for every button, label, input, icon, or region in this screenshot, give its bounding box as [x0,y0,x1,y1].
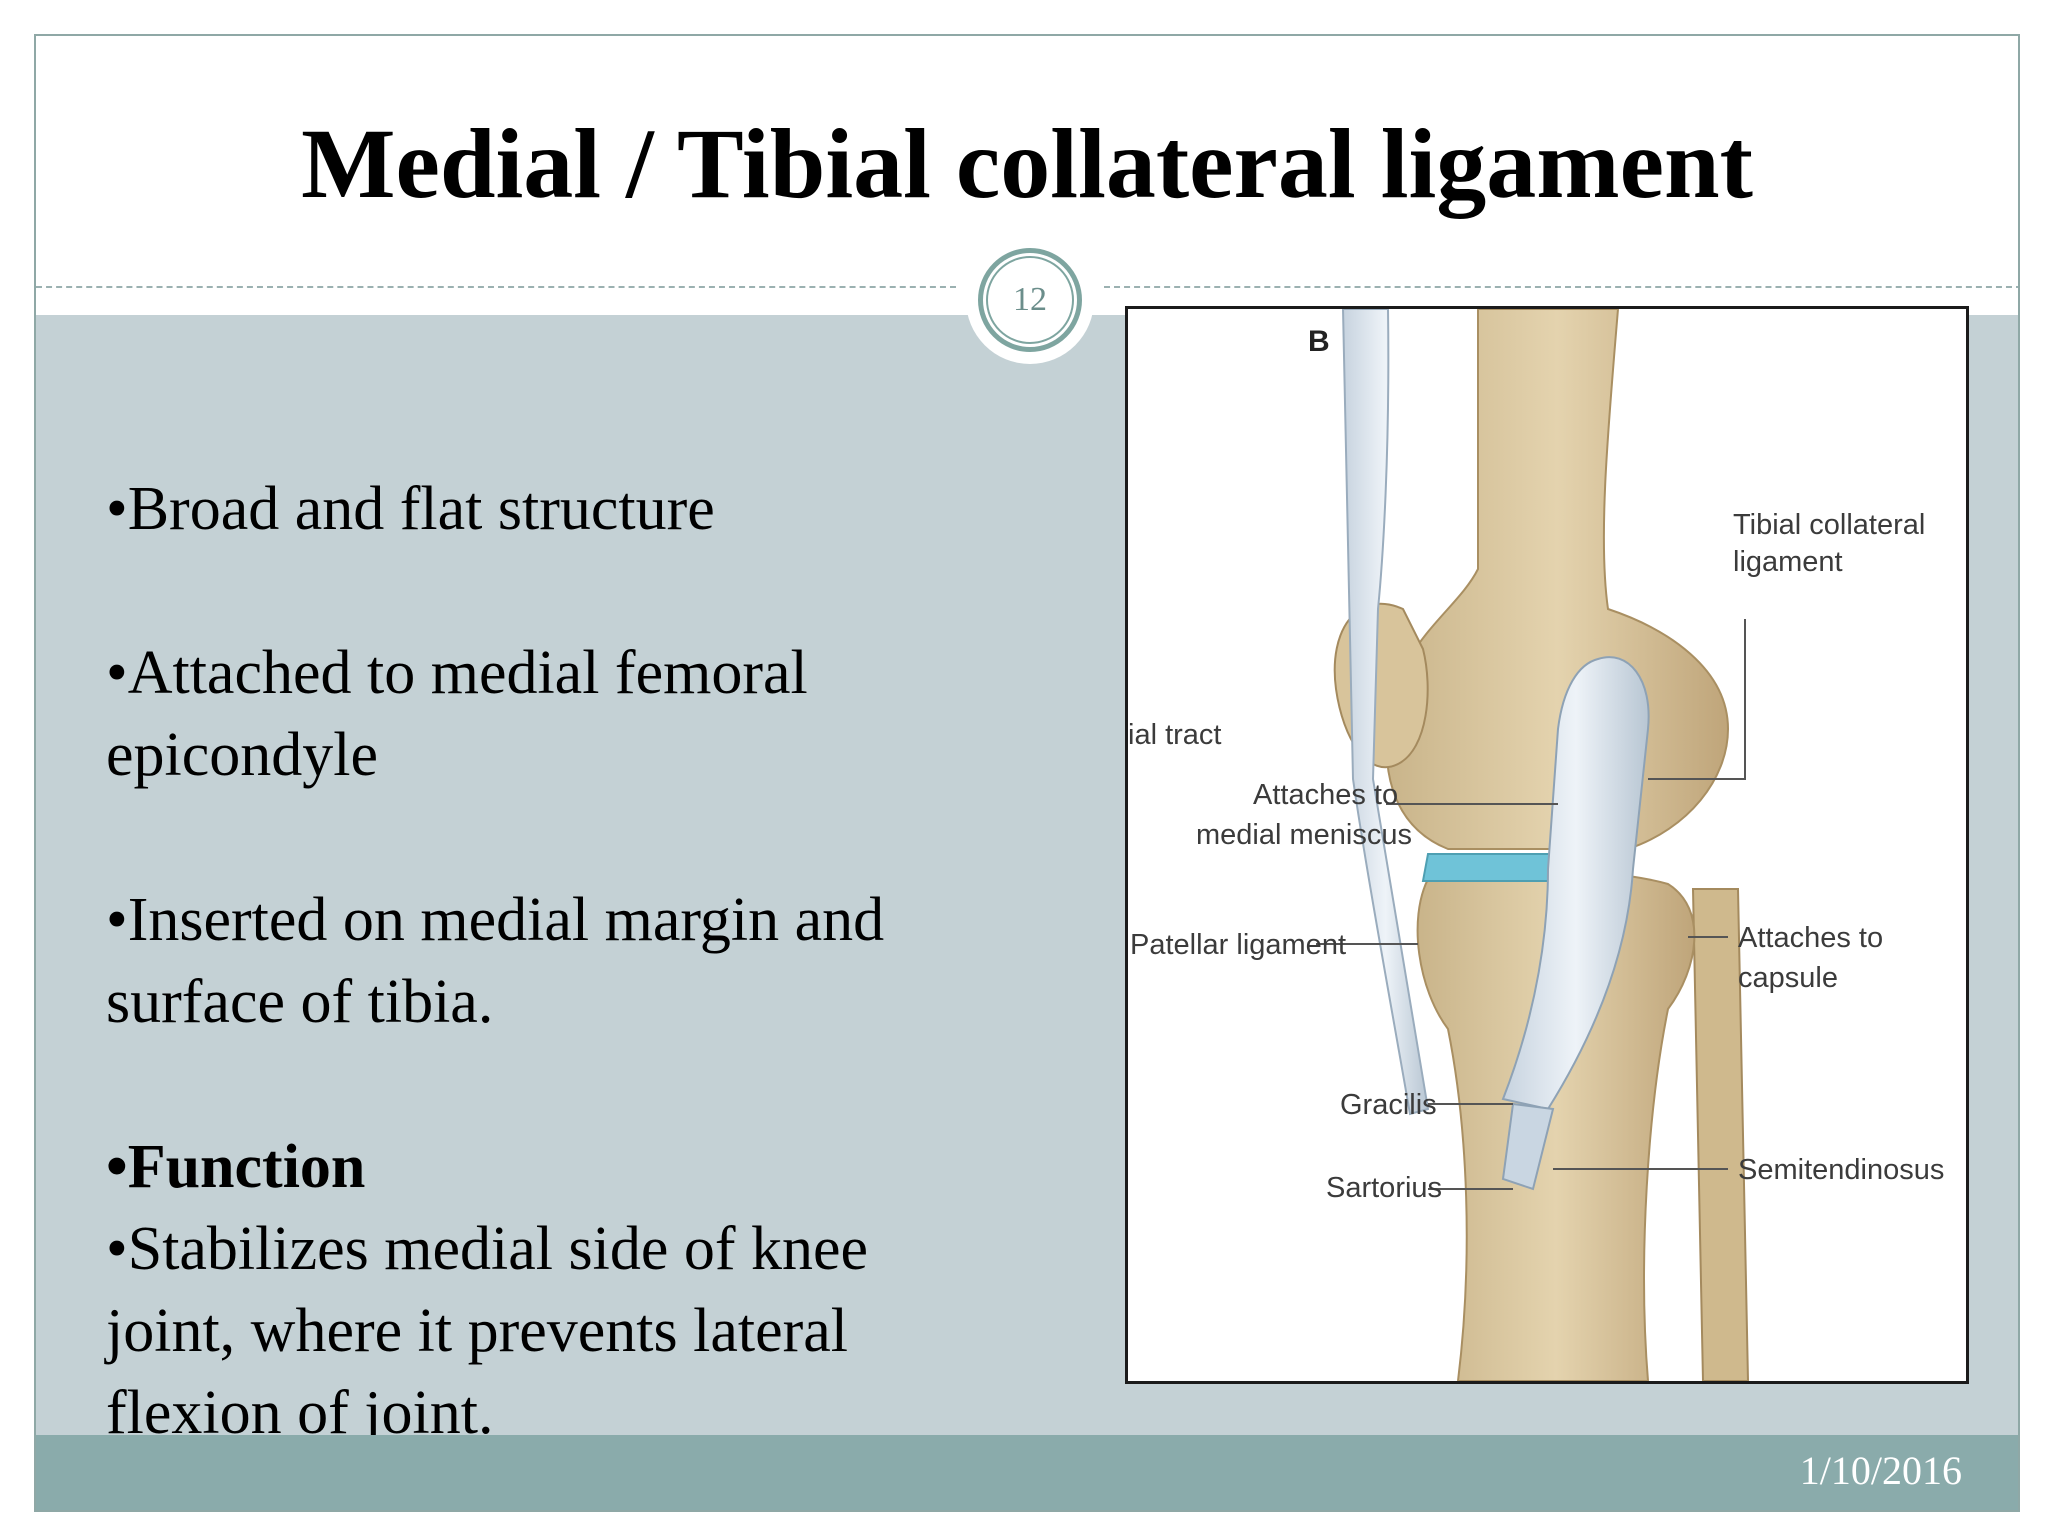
bullet-heading-function: •Function [106,1133,366,1201]
patellar-tendon-shape [1341,309,1430,1116]
fibula-shape [1691,888,1750,1381]
divider-right [1104,286,2018,288]
label-attaches-capsule-2: capsule [1738,962,1838,994]
bullet-item: •Broad and flat structure [106,475,715,543]
label-tibial-collateral: Tibial collateral [1733,509,1925,541]
bullet-item: •Stabilizes medial side of knee [106,1215,869,1283]
tibia-shape [1416,869,1696,1381]
label-semitendinosus: Semitendinosus [1738,1154,1944,1186]
bullet-item: joint, where it prevents lateral [106,1297,849,1365]
label-attaches-meniscus-2: medial meniscus [1196,819,1412,851]
label-tibial-collateral-2: ligament [1733,546,1843,578]
knee-anatomy-figure: B Tibial collateral ligament ial tract A… [1125,306,1969,1384]
leader-lines [1316,619,1746,1190]
label-attaches-capsule: Attaches to [1738,922,1883,954]
page-number: 12 [986,256,1074,344]
footer-band: 1/10/2016 [36,1435,2018,1510]
divider-left [36,286,956,288]
bullet-item: •Attached to medial femoral [106,639,808,707]
page-number-badge: 12 [966,236,1094,364]
label-iliotibial-tract: ial tract [1128,719,1221,751]
label-attaches-meniscus: Attaches to [1253,779,1398,811]
slide-title: Medial / Tibial collateral ligament [301,108,1753,219]
panel-letter: B [1308,325,1330,358]
slide-date: 1/10/2016 [1799,1448,1962,1493]
label-patellar-ligament: Patellar ligament [1130,929,1346,961]
label-gracilis: Gracilis [1340,1089,1437,1121]
bullet-item: •Inserted on medial margin and [106,886,885,954]
page-number-ring: 12 [978,248,1082,352]
label-sartorius: Sartorius [1326,1172,1442,1204]
knee-illustration: B Tibial collateral ligament ial tract A… [1128,309,1944,1381]
bullet-item: epicondyle [106,721,379,789]
bullet-item: surface of tibia. [106,968,494,1036]
patella-shape [1333,602,1429,769]
pes-anserinus-shape [1501,1102,1555,1191]
